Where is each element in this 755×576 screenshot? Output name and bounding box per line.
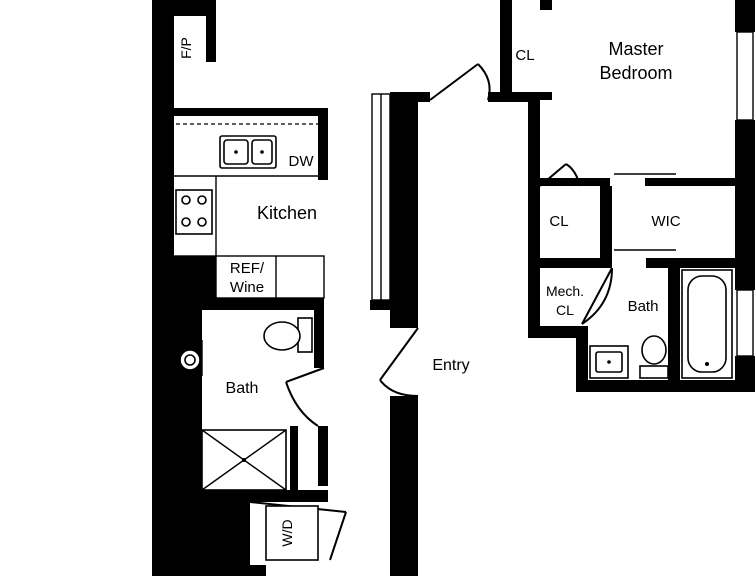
toilet-icon xyxy=(263,317,313,353)
washer-dryer-label: W/D xyxy=(279,519,295,546)
walls xyxy=(152,0,755,576)
master-bath-label: Bath xyxy=(628,298,659,315)
windows xyxy=(371,31,754,357)
fireplace-label: F/P xyxy=(178,37,194,59)
master-toilet-icon xyxy=(639,335,669,379)
mech-closet-label-line1: Mech. xyxy=(546,283,584,299)
stove-icon xyxy=(165,186,213,238)
shower-icon xyxy=(201,429,287,491)
refrigerator-label-line2: Wine xyxy=(230,279,264,296)
walk-in-closet-label: WIC xyxy=(651,213,680,230)
bathtub-icon xyxy=(681,269,733,379)
refrigerator-label-line1: REF/ xyxy=(230,260,265,277)
master-bedroom-label-line2: Bedroom xyxy=(599,63,672,83)
mech-closet-label-line2: CL xyxy=(556,302,574,318)
dishwasher-label: DW xyxy=(289,153,315,170)
closet-mid-label: CL xyxy=(549,213,568,230)
washer-dryer-icon xyxy=(265,505,319,561)
entry-label: Entry xyxy=(432,357,469,374)
closet-top-label: CL xyxy=(515,47,534,64)
kitchen-sink-icon xyxy=(219,135,277,169)
fixtures xyxy=(165,123,733,561)
kitchen-label: Kitchen xyxy=(257,203,317,223)
doors xyxy=(249,63,676,561)
bath-sink-icon xyxy=(179,340,203,376)
room-labels: F/P Master Bedroom CL DW Kitchen CL WIC … xyxy=(178,37,681,547)
master-bedroom-label-line1: Master xyxy=(608,39,663,59)
bath-label: Bath xyxy=(226,380,259,397)
master-bath-sink-icon xyxy=(589,345,629,379)
